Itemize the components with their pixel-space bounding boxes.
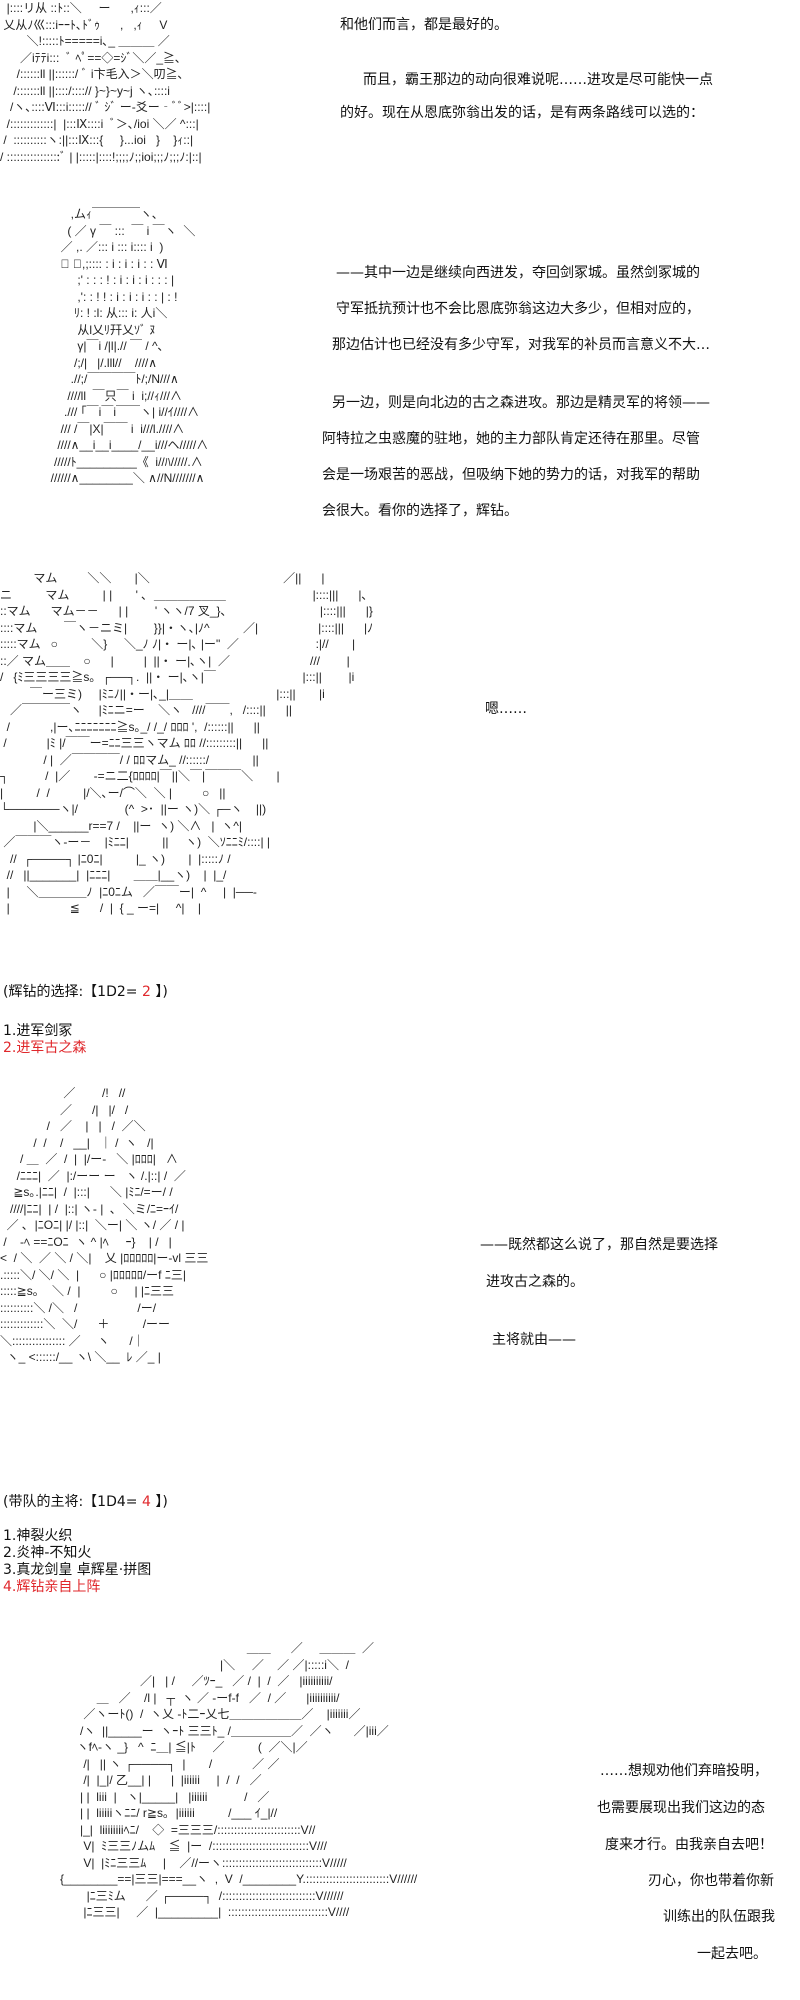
narration-line: 会是一场艰苦的恶战，但吸纳下她的势力的话，对我军的帮助 — [322, 467, 700, 483]
narration-line: ——既然都这么说了，那自然是要选择 — [480, 1237, 718, 1253]
roll-suffix: 】) — [150, 984, 168, 1000]
ascii-art-scene-3: マム ＼＼ |＼ ／|| | ニ マム | | ' ､ ＿＿＿＿＿＿ |::::… — [0, 571, 374, 915]
roll-value: 2 — [141, 984, 151, 1000]
narration-line: ——其中一边是继续向西进发，夺回剑冢城。虽然剑冢城的 — [336, 265, 700, 281]
narration-line: 另一边，则是向北边的古之森进攻。那边是精灵军的将领—— — [332, 395, 710, 411]
dice-roll-result: (辉钻的选择:【1D2= 2 】) — [3, 983, 168, 1001]
narration-line: 嗯…… — [485, 701, 527, 717]
roll-value: 4 — [141, 1494, 151, 1510]
narration-line: 进攻古之森的。 — [486, 1274, 584, 1290]
narration-line: 守军抵抗预计也不会比恩底弥翁这边大多少，但相对应的， — [336, 301, 700, 317]
roll-prefix: (辉钻的选择:【1D2= — [3, 984, 142, 1000]
dialogue-line: 度来才行。由我亲自去吧！ — [605, 1836, 773, 1854]
option-item: 2.炎神-不知火 — [3, 1545, 92, 1561]
roll-suffix: 】) — [150, 1494, 168, 1510]
narration-line: 的好。现在从恩底弥翁出发的话，是有两条路线可以选的： — [340, 105, 704, 121]
dialogue-line: ……想规劝他们弃暗投明， — [600, 1762, 768, 1780]
dialogue-line: 刃心，你也带着你新 — [648, 1872, 774, 1890]
option-item: 1.神裂火织 — [3, 1528, 73, 1544]
roll-prefix: (带队的主将:【1D4= — [3, 1494, 142, 1510]
narration-line: 会很大。看你的选择了，辉钻。 — [322, 503, 518, 519]
dialogue-line: 训练出的队伍跟我 — [663, 1908, 775, 1926]
narration-line: 那边估计也已经没有多少守军，对我军的补员而言意义不大… — [332, 337, 710, 353]
option-item-selected: 4.辉钻亲自上阵 — [3, 1579, 101, 1595]
dice-roll-result: (带队的主将:【1D4= 4 】) — [3, 1493, 168, 1511]
narration-line: 主将就由—— — [492, 1332, 576, 1348]
narration-line: 和他们而言，都是最好的。 — [340, 17, 508, 33]
ascii-art-scene-1: |::::リ从 ::ﾄ::＼ ー ,ｨ:::／ 乂从ﾉ巛:::iｰｰﾄ､ﾄﾞｩ … — [0, 1, 211, 164]
option-item: 3.真龙剑皇 卓辉星·拼图 — [3, 1562, 152, 1578]
option-item: 1.进军剑冢 — [3, 1023, 73, 1039]
option-item-selected: 2.进军古之森 — [3, 1040, 87, 1056]
ascii-art-scene-4: ／ /! // ／ /| |/ / / ／ | | / ／＼ / / / __|… — [0, 1086, 209, 1364]
ascii-art-scene-5: ＿＿ ／ ＿＿＿ ／ |＼ ／ ／ ／|:::::i＼ / ／| | / ／ﾂｰ… — [60, 1641, 418, 1919]
ascii-art-scene-2: ,ムｨ￣￣￣￣ヽ､ ( ／ γ ￣ ::: ￣ i ￣ヽ ＼ ／ ,. ／:::… — [50, 207, 209, 485]
narration-line: 而且，霸王那边的动向很难说呢……进攻是尽可能快一点 — [363, 72, 713, 88]
dialogue-line: 也需要展现出我们这边的态 — [597, 1799, 765, 1817]
dialogue-line: 一起去吧。 — [697, 1945, 767, 1963]
narration-line: 阿特拉之虫惑魔的驻地，她的主力部队肯定还待在那里。尽管 — [322, 431, 700, 447]
